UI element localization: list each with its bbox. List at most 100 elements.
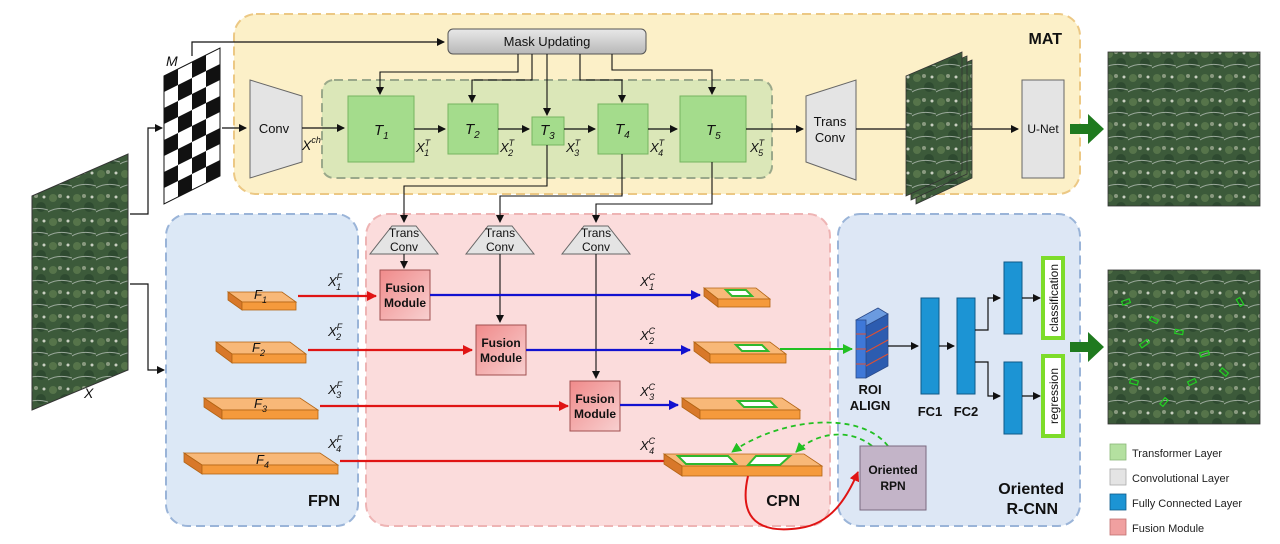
t1-to-cpn-transconv-line xyxy=(400,145,548,223)
fc2-layer xyxy=(956,297,976,395)
update-to-t1-line xyxy=(376,54,519,95)
unet-box xyxy=(1021,79,1065,179)
mat-trans-conv-block xyxy=(805,79,857,181)
transformer-t3 xyxy=(531,116,565,146)
fc1-layer xyxy=(920,297,940,395)
feature-f3 xyxy=(202,397,320,420)
mask-checkerboard xyxy=(163,47,221,205)
fc2-to-reg-line xyxy=(975,361,1001,400)
legend-label-fusion: Fusion Module xyxy=(1132,523,1204,535)
mat-trans-conv-label-1: Trans xyxy=(814,114,847,129)
mask-to-updating-line xyxy=(191,38,445,56)
conv-label: Conv xyxy=(259,121,290,136)
t5-to-cpn-transconv-line xyxy=(592,162,713,223)
legend-swatch-conv xyxy=(1109,468,1127,486)
cpn-feature-c4 xyxy=(662,453,824,477)
legend-label-conv: Convolutional Layer xyxy=(1132,473,1230,485)
fpn-panel xyxy=(165,213,359,527)
unet-output-arrow xyxy=(1070,114,1104,144)
feature-f2-label: F2 xyxy=(252,340,265,358)
feature-f1 xyxy=(226,291,298,311)
cpn-trans-conv-3-label-1: Trans xyxy=(581,226,611,240)
cpn-feature-c3 xyxy=(680,397,802,420)
cpn-feature-c1 xyxy=(702,287,772,308)
c4-to-rpn-curve xyxy=(744,471,860,531)
update-to-t5-line xyxy=(611,54,716,95)
classification-label: classification xyxy=(1047,264,1061,332)
transformer-t4 xyxy=(597,103,649,155)
transformer-t3-label: T3 xyxy=(540,122,555,142)
cpn-trans-conv-2-label-2: Conv xyxy=(486,240,514,254)
mask-label: M xyxy=(166,53,178,69)
fusion-module-2 xyxy=(475,324,527,376)
mask-cell xyxy=(192,151,206,174)
rpn-to-c4-dashed-1 xyxy=(731,421,889,453)
roi-align-label-2: ALIGN xyxy=(850,398,890,413)
feature-f1-label: F1 xyxy=(254,287,267,305)
input-image xyxy=(31,153,129,411)
oriented-rpn-label-2: RPN xyxy=(880,479,905,493)
cpn-trans-conv-1-label-1: Trans xyxy=(389,226,419,240)
mask-cell xyxy=(206,128,220,151)
cpn-trans-conv-2 xyxy=(464,225,536,255)
oriented-rpn-box xyxy=(859,445,927,511)
input-to-mask-line xyxy=(130,124,163,215)
mask-cell xyxy=(164,101,178,124)
mask-cell xyxy=(206,96,220,119)
fc2-to-cls-line xyxy=(975,294,1001,331)
cpn-panel-title: CPN xyxy=(766,493,800,510)
fusion-module-1-label-1: Fusion xyxy=(385,281,424,295)
fusion-module-1-label-2: Module xyxy=(384,296,426,310)
legend: Transformer Layer Convolutional Layer Fu… xyxy=(1109,443,1242,536)
fusion-module-2-label-1: Fusion xyxy=(481,336,520,350)
t4-to-cpn-transconv-line xyxy=(496,154,623,223)
mask-cell xyxy=(192,87,206,110)
rcnn-panel-title-1: Oriented xyxy=(998,481,1064,498)
transformer-t2-label: T2 xyxy=(465,121,480,141)
mask-cell xyxy=(192,119,206,142)
transformer-t1-label: T1 xyxy=(374,122,389,142)
cpn-trans-conv-3 xyxy=(560,225,632,255)
mask-cell xyxy=(192,55,206,78)
legend-swatch-fusion xyxy=(1109,518,1127,536)
feature-f4-label: F4 xyxy=(256,452,269,470)
fusion-module-2-label-2: Module xyxy=(480,351,522,365)
x-ch-label: Xch xyxy=(301,135,321,153)
rpn-to-c4-dashed-2 xyxy=(795,433,873,453)
mat-trans-conv-label-2: Conv xyxy=(815,130,846,145)
roi-align-label-1: ROI xyxy=(858,382,881,397)
fpn-panel-title: FPN xyxy=(308,493,340,510)
cpn-trans-conv-2-label-1: Trans xyxy=(485,226,515,240)
legend-swatch-fc xyxy=(1109,493,1127,511)
legend-label-transformer: Transformer Layer xyxy=(1132,448,1222,460)
feature-f2 xyxy=(214,341,308,364)
update-to-t4-line xyxy=(579,54,626,103)
input-to-fpn-line xyxy=(130,283,165,374)
cpn-feature-c2 xyxy=(692,341,788,364)
input-image-label: X xyxy=(83,385,94,401)
update-to-t2-line xyxy=(468,54,533,103)
reconstructed-image-stack xyxy=(905,51,973,205)
cpn-trans-conv-1-label-2: Conv xyxy=(390,240,418,254)
legend-label-fc: Fully Connected Layer xyxy=(1132,498,1242,510)
cpn-trans-conv-3-label-2: Conv xyxy=(582,240,610,254)
transformer-t4-label: T4 xyxy=(615,121,630,141)
cpn-trans-conv-1 xyxy=(368,225,440,255)
fusion-module-1 xyxy=(379,269,431,321)
transformer-t5-label: T5 xyxy=(706,122,721,142)
unet-label: U-Net xyxy=(1027,122,1059,136)
reg-fc-layer xyxy=(1003,361,1023,435)
mask-cell xyxy=(178,110,192,133)
fc1-label: FC1 xyxy=(918,404,943,419)
